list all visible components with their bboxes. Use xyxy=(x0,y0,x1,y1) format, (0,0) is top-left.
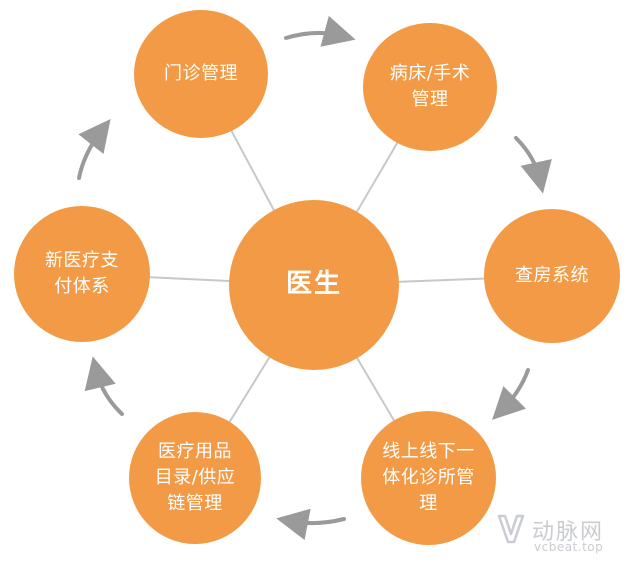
watermark: 动脉网 vcbeat.top xyxy=(496,512,621,556)
watermark-logo-icon xyxy=(497,514,525,544)
node-label: 医疗用品 目录/供应 链管理 xyxy=(154,440,236,515)
cycle-arrow xyxy=(77,118,111,180)
node-menzhen: 门诊管理 xyxy=(134,10,268,138)
cycle-arrow xyxy=(492,368,530,420)
node-zhifu: 新医疗支 付体系 xyxy=(14,206,150,342)
node-chafang: 查房系统 xyxy=(484,209,620,343)
cycle-arrow xyxy=(284,15,356,47)
node-label: 新医疗支 付体系 xyxy=(45,249,119,297)
node-label: 线上线下一 体化诊所管 理 xyxy=(382,440,475,515)
cycle-arrow xyxy=(514,136,552,194)
center-node: 医生 xyxy=(229,200,399,370)
cycle-arrow xyxy=(276,508,346,541)
watermark-subtitle: vcbeat.top xyxy=(534,540,604,554)
center-node-label: 医生 xyxy=(285,269,342,300)
node-bingchuang: 病床/手术 管理 xyxy=(363,23,497,151)
watermark-title: 动脉网 xyxy=(532,520,605,545)
node-label: 查房系统 xyxy=(515,264,589,286)
node-label: 门诊管理 xyxy=(164,62,238,84)
node-label: 病床/手术 管理 xyxy=(389,62,471,110)
node-xianshang: 线上线下一 体化诊所管 理 xyxy=(361,411,496,545)
node-yiliaoyongpin: 医疗用品 目录/供应 链管理 xyxy=(129,412,261,544)
cycle-arrow xyxy=(84,356,124,416)
